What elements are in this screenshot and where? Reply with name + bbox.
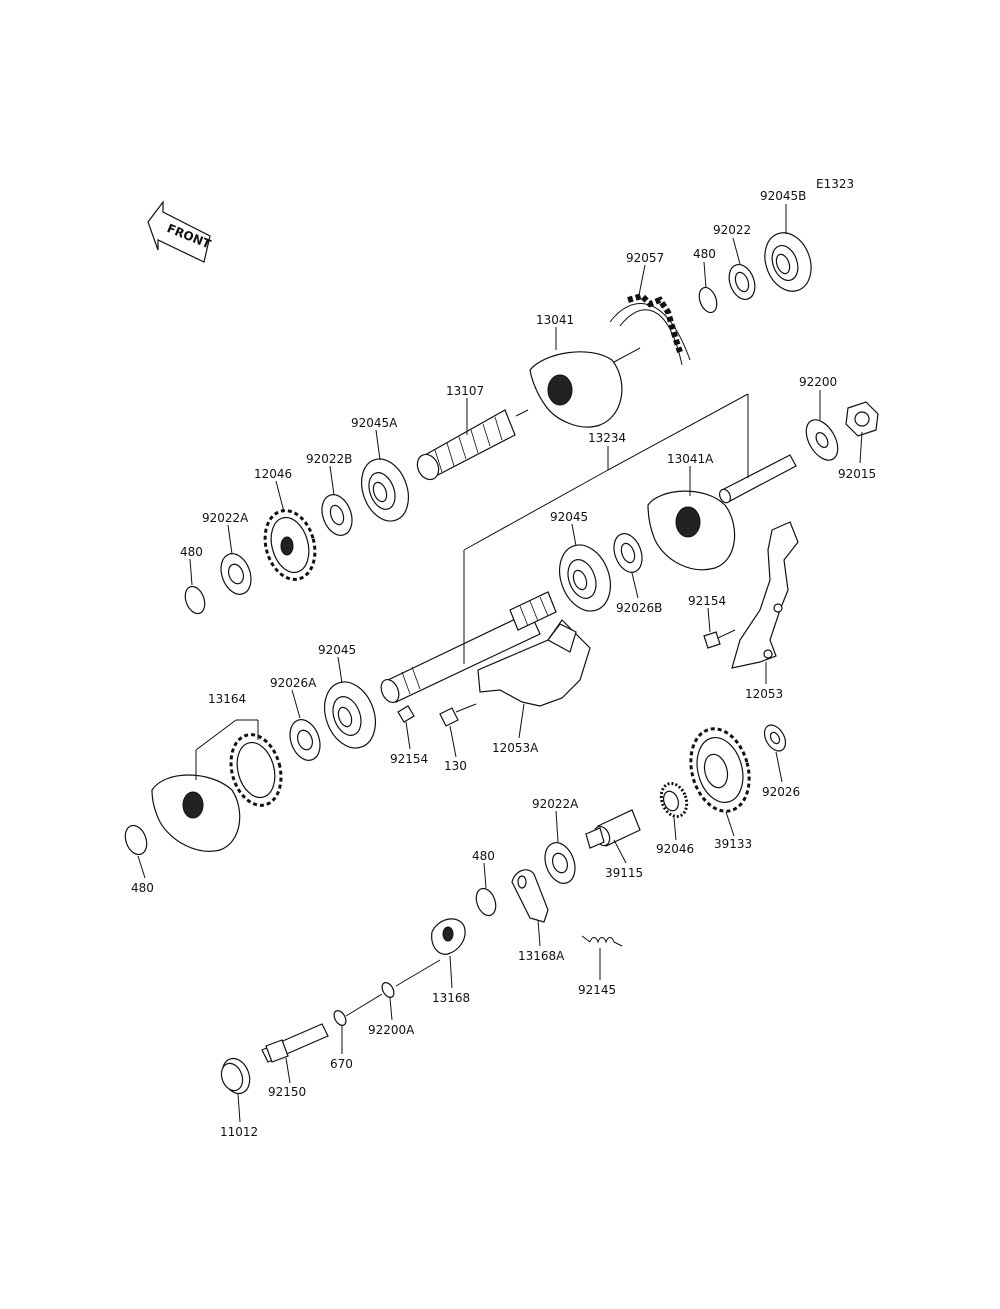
- label-92057: 92057: [626, 251, 664, 265]
- label-12046: 12046: [254, 467, 292, 481]
- bolt-92154-low: [397, 705, 415, 723]
- front-arrow-icon: FRONT: [147, 200, 213, 263]
- cam-sprocket-13164: [151, 719, 283, 852]
- label-13168A: 13168A: [518, 949, 565, 963]
- nut-92015: [845, 401, 879, 437]
- pin-13234: [718, 454, 797, 504]
- bearing-92045-mid: [559, 544, 611, 612]
- bearing-92045A: [361, 458, 409, 522]
- label-12053A: 12053A: [492, 741, 539, 755]
- label-670: 670: [330, 1057, 353, 1071]
- cam-13041: [529, 351, 623, 428]
- label-11012: 11012: [220, 1125, 258, 1139]
- bracket-12053: [731, 521, 799, 669]
- bearing-92045B: [764, 232, 812, 292]
- circlip-480-left: [184, 585, 206, 615]
- label-92045-low: 92045: [318, 643, 356, 657]
- label-39115: 39115: [605, 866, 643, 880]
- needle-bearing-92046: [659, 782, 689, 818]
- label-92045A: 92045A: [351, 416, 398, 430]
- sprocket-39133: [689, 727, 751, 813]
- label-92200: 92200: [799, 375, 837, 389]
- bolt-92154-right: [703, 629, 736, 649]
- washer-92200A: [381, 982, 395, 998]
- label-92026A: 92026A: [270, 676, 317, 690]
- plate-13168A: [511, 869, 549, 923]
- diagram-code: E1323: [816, 177, 854, 191]
- label-480-top: 480: [693, 247, 716, 261]
- lever-13168: [431, 918, 466, 955]
- label-13041: 13041: [536, 313, 574, 327]
- washer-92026: [763, 724, 787, 752]
- label-480-mid: 480: [472, 849, 495, 863]
- label-92200A: 92200A: [368, 1023, 415, 1037]
- cam-13041A: [647, 490, 736, 571]
- label-92046: 92046: [656, 842, 694, 856]
- label-130: 130: [444, 759, 467, 773]
- shaft-92150: [261, 1023, 329, 1063]
- washer-92022B: [321, 494, 353, 536]
- label-92045B: 92045B: [760, 189, 806, 203]
- spring-92145: [581, 935, 623, 947]
- circlip-480-bottom-left: [124, 824, 148, 856]
- leader-13234: [463, 393, 749, 664]
- label-92022: 92022: [713, 223, 751, 237]
- label-13234: 13234: [588, 431, 626, 445]
- knob-11012: [220, 1057, 251, 1095]
- label-92154-low: 92154: [390, 752, 428, 766]
- label-92154-right: 92154: [688, 594, 726, 608]
- washer-92022A-mid: [544, 842, 576, 884]
- label-92026B: 92026B: [616, 601, 662, 615]
- label-480-bottom-left: 480: [131, 881, 154, 895]
- label-12053: 12053: [745, 687, 783, 701]
- sprocket-12046: [263, 509, 317, 581]
- shaft-39115: [585, 809, 641, 849]
- label-92150: 92150: [268, 1085, 306, 1099]
- washer-92022A-left: [220, 553, 252, 595]
- washer-92026B: [613, 533, 643, 573]
- bracket-12053A: [477, 619, 591, 707]
- label-13107: 13107: [446, 384, 484, 398]
- label-92022A-left: 92022A: [202, 511, 249, 525]
- chain-92057: [609, 292, 691, 366]
- label-92045-mid: 92045: [550, 510, 588, 524]
- label-92022A-mid: 92022A: [532, 797, 579, 811]
- label-13164: 13164: [208, 692, 246, 706]
- bolt-130: [439, 703, 477, 727]
- part-labels: 92045B 92022 480 92057 13041 13107 92045…: [131, 189, 876, 1139]
- bearing-92045-low: [324, 681, 376, 749]
- circlip-480-top: [698, 286, 718, 314]
- label-39133: 39133: [714, 837, 752, 851]
- label-92026: 92026: [762, 785, 800, 799]
- circlip-480-mid: [475, 887, 497, 917]
- label-92022B: 92022B: [306, 452, 352, 466]
- label-92145: 92145: [578, 983, 616, 997]
- sleeve-13107: [416, 409, 516, 481]
- washer-92026A: [289, 719, 321, 761]
- washer-92022: [728, 263, 756, 301]
- label-92015: 92015: [838, 467, 876, 481]
- o-ring-670: [333, 1010, 347, 1026]
- label-480-left: 480: [180, 545, 203, 559]
- washer-92200: [805, 419, 839, 461]
- leader-lines: [137, 204, 863, 1123]
- label-13041A: 13041A: [667, 452, 714, 466]
- label-13168: 13168: [432, 991, 470, 1005]
